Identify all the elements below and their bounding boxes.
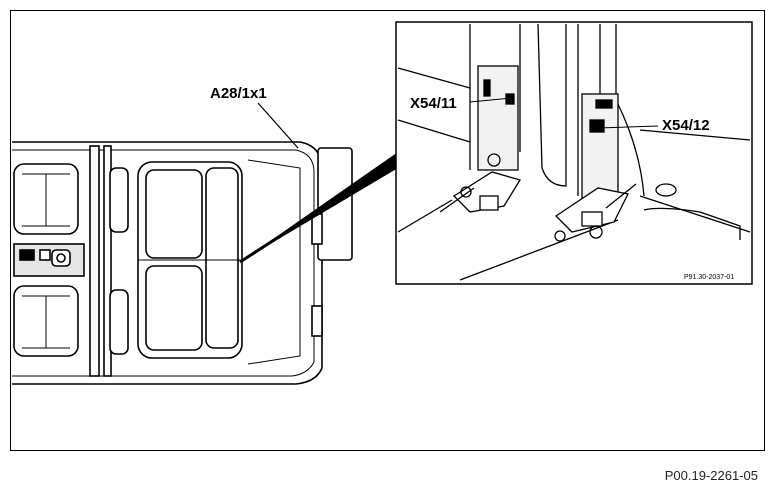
x54-12-leader-line [597, 125, 659, 129]
inset-photo-id: P91.30-2037-01 [684, 274, 734, 281]
x54-11-connector-label: X54/11 [410, 95, 457, 112]
zoom-wedge [240, 152, 398, 262]
a28-connector-label: A28/1x1 [210, 85, 267, 102]
a28-leader-line [257, 102, 299, 149]
x54-11-leader-line [469, 97, 513, 103]
vehicle-top-view [12, 141, 353, 385]
figure-id: P00.19-2261-05 [664, 468, 758, 483]
inset-detail [395, 21, 753, 285]
x54-12-connector-label: X54/12 [662, 117, 710, 134]
